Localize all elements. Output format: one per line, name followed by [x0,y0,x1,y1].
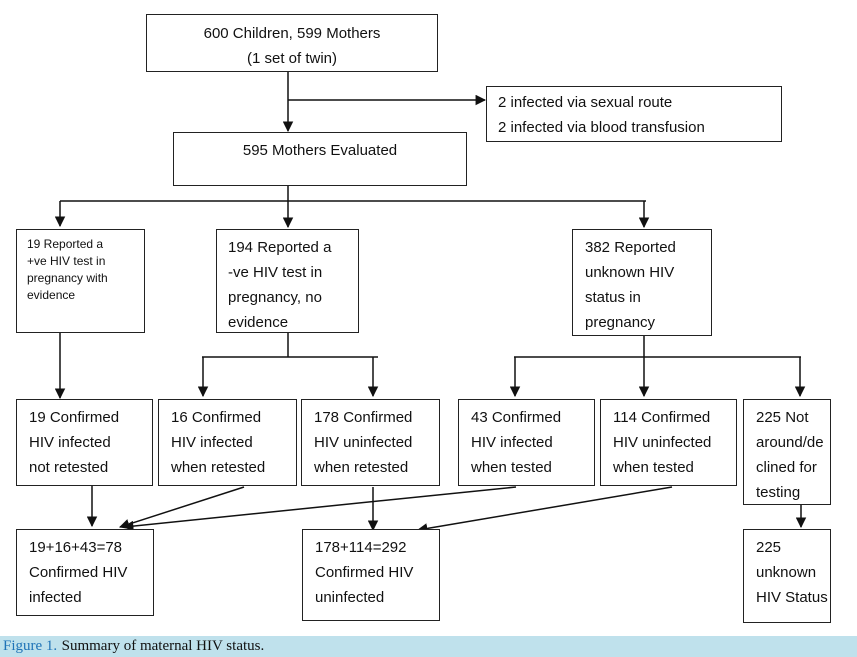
box-225-not-around-text: 225 Not around/de clined for testing [756,409,824,501]
box-178-uninfected-retested-text: 178 Confirmed HIV uninfected when retest… [314,409,413,476]
box-19-confirmed-not-retested: 19 Confirmed HIV infected not retested [16,399,153,486]
arrow-uninfected-tested-to-total [416,486,673,534]
box-600-children: 600 Children, 599 Mothers (1 set of twin… [146,14,438,72]
figure-caption: Figure 1. Summary of maternal HIV status… [0,636,857,657]
box-595-evaluated: 595 Mothers Evaluated [173,132,467,186]
box-194-reported-negative-text: 194 Reported a -ve HIV test in pregnancy… [228,239,332,331]
arrow-tested-to-total [122,486,517,532]
figure-caption-text: Summary of maternal HIV status. [61,638,265,654]
box-total-unknown: 225 unknown HIV Status [743,529,831,623]
box-infected-other-routes-text: 2 infected via sexual route 2 infected v… [498,94,705,136]
connector-lines [54,71,807,534]
box-16-infected-retested: 16 Confirmed HIV infected when retested [158,399,297,486]
box-43-infected-tested-text: 43 Confirmed HIV infected when tested [471,409,562,476]
arrow-retested-to-total [119,486,245,530]
box-19-reported-positive-text: 19 Reported a +ve HIV test in pregnancy … [27,237,108,302]
box-total-infected-text: 19+16+43=78 Confirmed HIV infected [29,539,128,606]
box-382-unknown-status-text: 382 Reported unknown HIV status in pregn… [585,239,676,331]
box-595-evaluated-text: 595 Mothers Evaluated [242,142,398,159]
box-114-uninfected-tested: 114 Confirmed HIV uninfected when tested [600,399,737,486]
box-total-uninfected-text: 178+114=292 Confirmed HIV uninfected [315,539,414,606]
box-infected-other-routes: 2 infected via sexual route 2 infected v… [486,86,782,142]
box-total-uninfected: 178+114=292 Confirmed HIV uninfected [302,529,440,621]
box-16-infected-retested-text: 16 Confirmed HIV infected when retested [171,409,266,476]
box-225-not-around: 225 Not around/de clined for testing [743,399,831,505]
box-178-uninfected-retested: 178 Confirmed HIV uninfected when retest… [301,399,440,486]
figure-caption-label: Figure 1. [3,638,58,654]
box-43-infected-tested: 43 Confirmed HIV infected when tested [458,399,595,486]
box-600-children-text: 600 Children, 599 Mothers (1 set of twin… [203,25,381,67]
box-114-uninfected-tested-text: 114 Confirmed HIV uninfected when tested [613,409,712,476]
box-total-infected: 19+16+43=78 Confirmed HIV infected [16,529,154,616]
box-19-confirmed-not-retested-text: 19 Confirmed HIV infected not retested [29,409,120,476]
box-194-reported-negative: 194 Reported a -ve HIV test in pregnancy… [216,229,359,333]
box-total-unknown-text: 225 unknown HIV Status [756,539,828,606]
box-382-unknown-status: 382 Reported unknown HIV status in pregn… [572,229,712,336]
box-19-reported-positive: 19 Reported a +ve HIV test in pregnancy … [16,229,145,333]
